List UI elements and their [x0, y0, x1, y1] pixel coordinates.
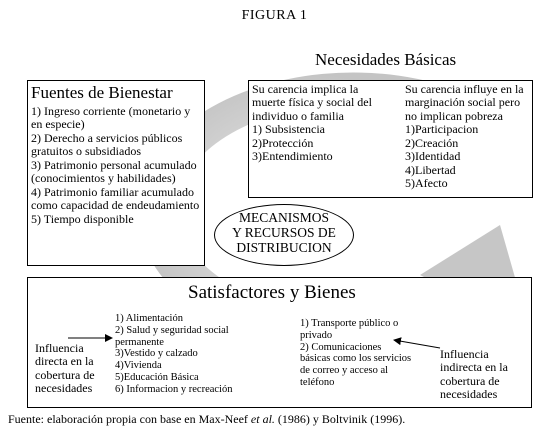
- necesidades-title: Necesidades Básicas: [315, 50, 457, 69]
- necesidad-entendimiento: 3)Entendimiento: [252, 149, 333, 164]
- mecanismos-line-2: Y RECURSOS DE: [232, 225, 336, 241]
- fuentes-item-1: 1) Ingreso corriente (monetario y en esp…: [31, 104, 191, 132]
- satisfactor-alimentacion: 1) Alimentación: [115, 313, 183, 324]
- fuentes-item-5: 5) Tiempo disponible: [31, 211, 134, 226]
- figure-label: FIGURA 1: [241, 8, 308, 23]
- necesidades-left-column: Su carencia implica la muerte física y s…: [252, 82, 392, 164]
- mecanismos-ellipse: [214, 204, 354, 266]
- satisfactores-directos-list: 1) Alimentación 2) Salud y seguridad soc…: [115, 313, 255, 395]
- satisfactor-educacion: 5)Educación Básica: [115, 371, 199, 383]
- necesidades-right-column: Su carencia influye en la marginación so…: [405, 82, 533, 191]
- fuentes-item-2: 2) Derecho a servicios públicos gratuito…: [31, 130, 183, 159]
- necesidades-left-heading: Su carencia implica la muerte física y s…: [252, 82, 372, 123]
- necesidad-libertad: 4)Libertad: [405, 162, 456, 177]
- fuentes-title: Fuentes de Bienestar: [31, 83, 173, 102]
- necesidad-creacion: 2)Creación: [405, 135, 459, 150]
- mecanismos-text: MECANISMOS Y RECURSOS DE DISTRIBUCION: [214, 210, 354, 255]
- source-etal: et al.: [250, 412, 275, 426]
- influencia-directa: Influencia directa en la cobertura de ne…: [35, 341, 95, 396]
- satisfactor-vestido: 3)Vestido y calzado: [115, 348, 198, 360]
- fuentes-item-4: 4) Patrimonio familiar acumulado como ca…: [31, 184, 200, 213]
- necesidad-proteccion: 2)Protección: [252, 135, 314, 150]
- source-prefix: Fuente: elaboración propia con base en M…: [8, 412, 251, 426]
- influencia-indirecta: Influencia indirecta en la cobertura de …: [440, 347, 508, 402]
- fuentes-bienestar-box: Fuentes de Bienestar 1) Ingreso corrient…: [27, 80, 205, 266]
- necesidades-right-heading: Su carencia influye en la marginación so…: [405, 82, 524, 123]
- satisfactor-comunicaciones: 2) Comunicaciones básicas como los servi…: [300, 341, 412, 388]
- source-note: Fuente: elaboración propia con base en M…: [8, 412, 406, 426]
- mecanismos-line-1: MECANISMOS: [238, 210, 330, 225]
- satisfactores-title: Satisfactores y Bienes: [188, 282, 356, 303]
- mecanismos-line-3: DISTRIBUCION: [236, 240, 332, 256]
- satisfactor-vivienda: 4)Vivienda: [115, 360, 162, 371]
- necesidad-identidad: 3)Identidad: [405, 149, 461, 164]
- satisfactor-transporte: 1) Transporte público o privado: [300, 318, 399, 341]
- satisfactores-box: Satisfactores y Bienes Influencia direct…: [27, 277, 532, 408]
- necesidad-afecto: 5)Afecto: [405, 176, 448, 191]
- fuentes-list: 1) Ingreso corriente (monetario y en esp…: [31, 104, 201, 226]
- satisfactores-indirectos-list: 1) Transporte público o privado 2) Comun…: [300, 318, 412, 389]
- necesidades-box: Su carencia implica la muerte física y s…: [248, 80, 533, 198]
- fuentes-item-3: 3) Patrimonio personal acumulado (conoci…: [31, 157, 197, 186]
- necesidad-participacion: 1)Participacion: [405, 122, 479, 137]
- satisfactor-informacion: 6) Informacion y recreación: [115, 383, 233, 395]
- satisfactor-salud: 2) Salud y seguridad social permanente: [115, 324, 229, 348]
- necesidad-subsistencia: 1) Subsistencia: [252, 122, 325, 137]
- source-suffix: (1986) y Boltvinik (1996).: [274, 412, 406, 426]
